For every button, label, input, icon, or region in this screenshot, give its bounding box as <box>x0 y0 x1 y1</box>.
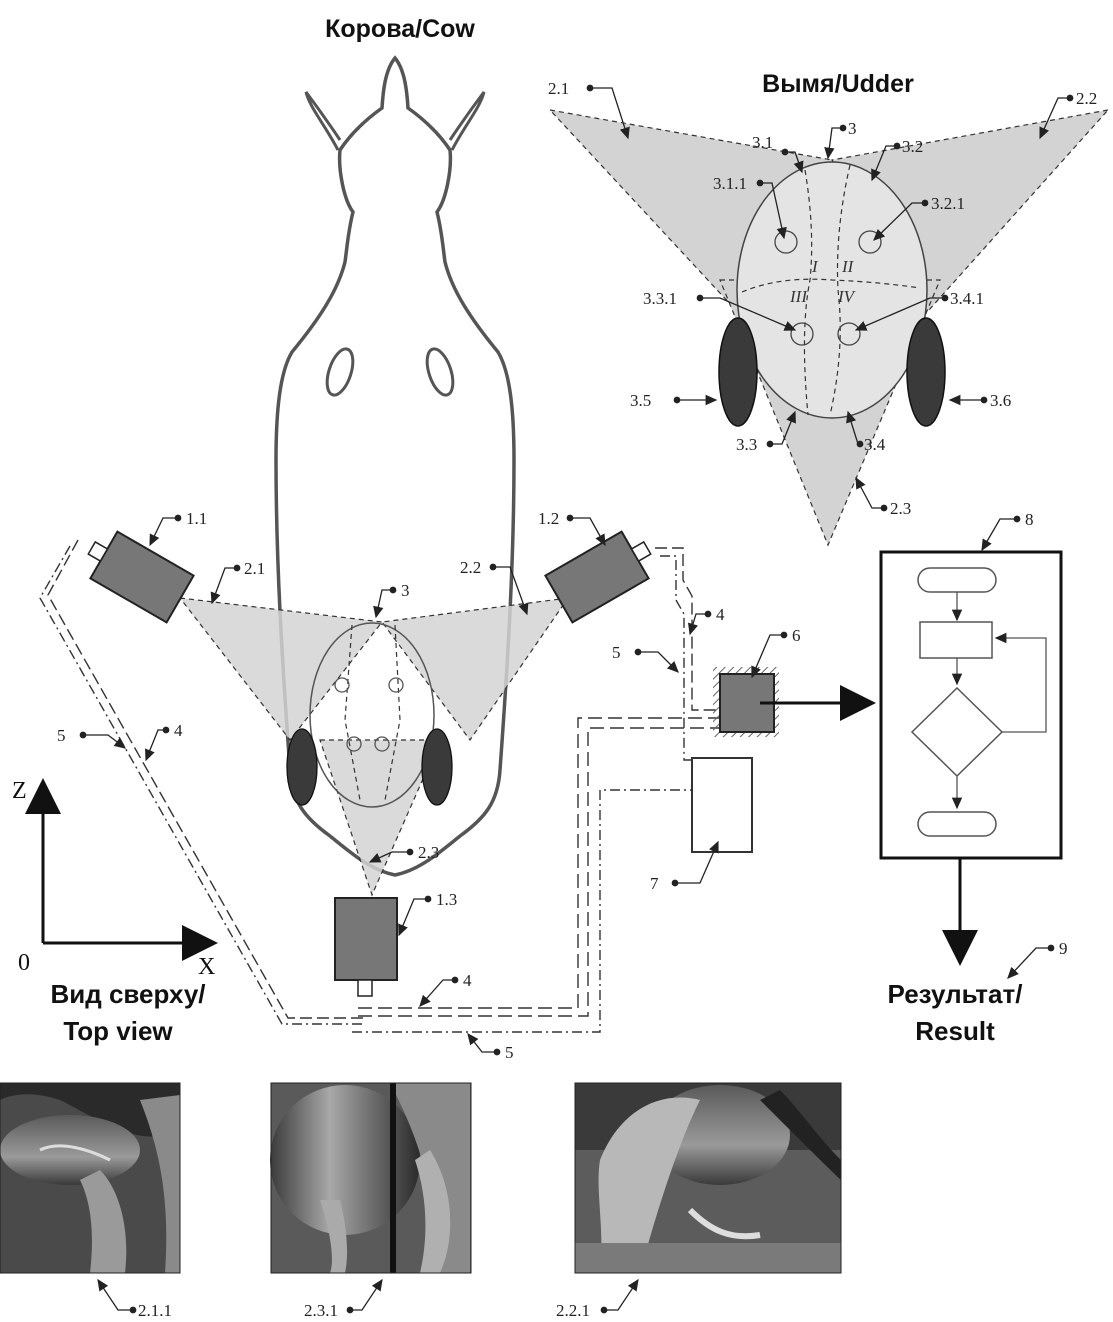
label-u-3-1: 3.1 <box>752 133 773 152</box>
label-u-2-3: 2.3 <box>890 499 911 518</box>
label-u-3-5: 3.5 <box>630 391 651 410</box>
cow-title: Корова/Cow <box>325 15 475 43</box>
label-u-3-3-1: 3.3.1 <box>643 289 677 308</box>
leg-3-6 <box>907 318 945 426</box>
label-c-4-left: 4 <box>174 721 183 740</box>
label-c-2-1: 2.1 <box>244 559 265 578</box>
label-c-5-left: 5 <box>57 726 66 745</box>
label-c-1-2: 1.2 <box>538 509 559 528</box>
quarter-II: II <box>841 257 855 276</box>
label-p-2-2-1: 2.2.1 <box>556 1301 590 1320</box>
axis-origin-label: 0 <box>18 950 30 976</box>
label-c-1-3: 1.3 <box>436 890 457 909</box>
camera-1-2 <box>545 525 660 623</box>
label-u-2-2: 2.2 <box>1076 89 1097 108</box>
label-c-6: 6 <box>792 626 801 645</box>
label-u-3-6: 3.6 <box>990 391 1011 410</box>
udder-detail: I II III IV <box>550 110 1108 545</box>
quarter-IV: IV <box>837 287 857 306</box>
label-c-9: 9 <box>1059 939 1068 958</box>
cow-leg-right <box>422 729 452 805</box>
label-p-2-1-1: 2.1.1 <box>138 1301 172 1320</box>
camera-1-3 <box>335 898 397 996</box>
top-view-title-line2: Top view <box>63 1016 173 1046</box>
label-c-4-bottom: 4 <box>463 971 472 990</box>
cow-leg-left <box>287 729 317 805</box>
quarter-III: III <box>789 287 808 306</box>
label-c-5-right: 5 <box>612 643 621 662</box>
label-u-3-3: 3.3 <box>736 435 757 454</box>
label-u-3-4-1: 3.4.1 <box>950 289 984 308</box>
leg-3-5 <box>719 318 757 426</box>
photo-2-2-1 <box>575 1083 841 1273</box>
top-view-title-line1: Вид сверху/ <box>50 979 205 1009</box>
axis-x-label: X <box>198 954 215 980</box>
photo-2-1-1 <box>0 1083 180 1273</box>
result-title-line1: Результат/ <box>888 979 1023 1009</box>
label-u-3-2: 3.2 <box>902 137 923 156</box>
camera-1-1 <box>78 525 193 623</box>
device-7 <box>692 758 752 852</box>
result-title-line2: Result <box>915 1016 995 1046</box>
label-u-2-1: 2.1 <box>548 79 569 98</box>
label-u-3-1-1: 3.1.1 <box>713 174 747 193</box>
label-c-8: 8 <box>1025 510 1034 529</box>
axes: Z X 0 <box>12 778 215 980</box>
label-u-3-4: 3.4 <box>864 435 886 454</box>
algorithm-box-8 <box>881 552 1061 858</box>
label-p-2-3-1: 2.3.1 <box>304 1301 338 1320</box>
label-u-3-2-1: 3.2.1 <box>931 194 965 213</box>
udder-title: Вымя/Udder <box>762 70 914 98</box>
udder-outline <box>737 162 927 418</box>
label-c-5-bottom: 5 <box>505 1043 514 1062</box>
label-c-3: 3 <box>401 581 410 600</box>
axis-z-label: Z <box>12 778 27 804</box>
label-u-3: 3 <box>848 119 857 138</box>
cable-4-right <box>655 548 720 710</box>
label-c-4-right: 4 <box>716 605 725 624</box>
label-c-1-1: 1.1 <box>186 509 207 528</box>
label-c-2-2: 2.2 <box>460 558 481 577</box>
photo-2-3-1 <box>270 1083 471 1273</box>
label-c-2-3: 2.3 <box>418 843 439 862</box>
label-c-7: 7 <box>650 874 659 893</box>
